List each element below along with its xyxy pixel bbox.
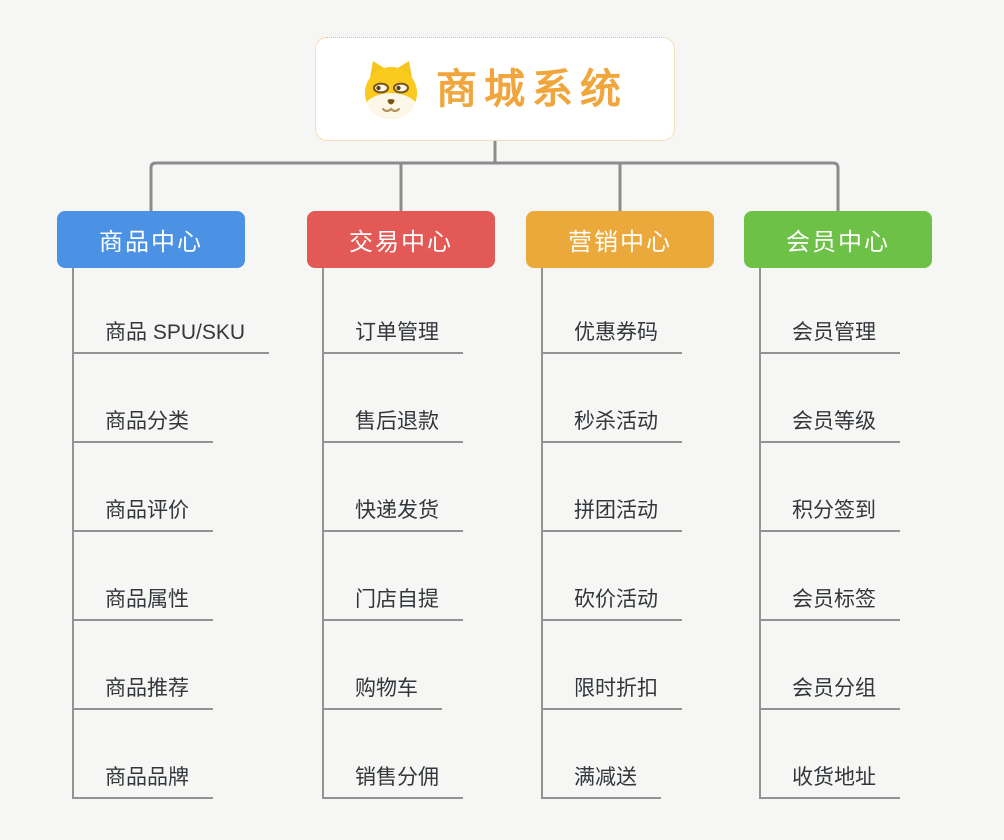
- leaf-node[interactable]: 商品品牌: [72, 759, 213, 799]
- leaf-node[interactable]: 商品推荐: [72, 670, 213, 710]
- branch-node-marketing-center[interactable]: 营销中心: [526, 211, 714, 268]
- leaf-node[interactable]: 售后退款: [322, 403, 463, 443]
- branch-node-trade-center[interactable]: 交易中心: [307, 211, 495, 268]
- leaf-node[interactable]: 快递发货: [322, 492, 463, 532]
- leaf-node[interactable]: 销售分佣: [322, 759, 463, 799]
- leaf-node[interactable]: 拼团活动: [541, 492, 682, 532]
- leaf-node[interactable]: 收货地址: [759, 759, 900, 799]
- branch-node-member-center[interactable]: 会员中心: [744, 211, 932, 268]
- leaf-node[interactable]: 会员管理: [759, 314, 900, 354]
- branch-rail-line: [149, 161, 840, 211]
- leaf-node[interactable]: 商品评价: [72, 492, 213, 532]
- branch-trunk-line: [72, 268, 74, 799]
- leaf-node[interactable]: 积分签到: [759, 492, 900, 532]
- leaf-node[interactable]: 会员等级: [759, 403, 900, 443]
- leaf-node[interactable]: 商品 SPU/SKU: [72, 314, 270, 354]
- leaf-node[interactable]: 商品分类: [72, 403, 213, 443]
- leaf-node[interactable]: 限时折扣: [541, 670, 682, 710]
- branch-trunk-line: [759, 268, 761, 799]
- leaf-node[interactable]: 满减送: [541, 759, 661, 799]
- root-title: 商城系统: [436, 65, 628, 112]
- branch-trunk-line: [322, 268, 324, 799]
- leaf-node[interactable]: 秒杀活动: [541, 403, 682, 443]
- leaf-node[interactable]: 门店自提: [322, 581, 463, 621]
- branch-trunk-line: [541, 268, 543, 799]
- leaf-node[interactable]: 会员标签: [759, 581, 900, 621]
- dog-face-icon: [365, 61, 417, 119]
- leaf-node[interactable]: 商品属性: [72, 581, 213, 621]
- leaf-node[interactable]: 砍价活动: [541, 581, 682, 621]
- leaf-node[interactable]: 购物车: [322, 670, 442, 710]
- leaf-node[interactable]: 订单管理: [322, 314, 463, 354]
- leaf-node[interactable]: 会员分组: [759, 670, 900, 710]
- root-node[interactable]: 商城系统: [315, 37, 675, 141]
- branch-node-product-center[interactable]: 商品中心: [57, 211, 245, 268]
- leaf-node[interactable]: 优惠券码: [541, 314, 682, 354]
